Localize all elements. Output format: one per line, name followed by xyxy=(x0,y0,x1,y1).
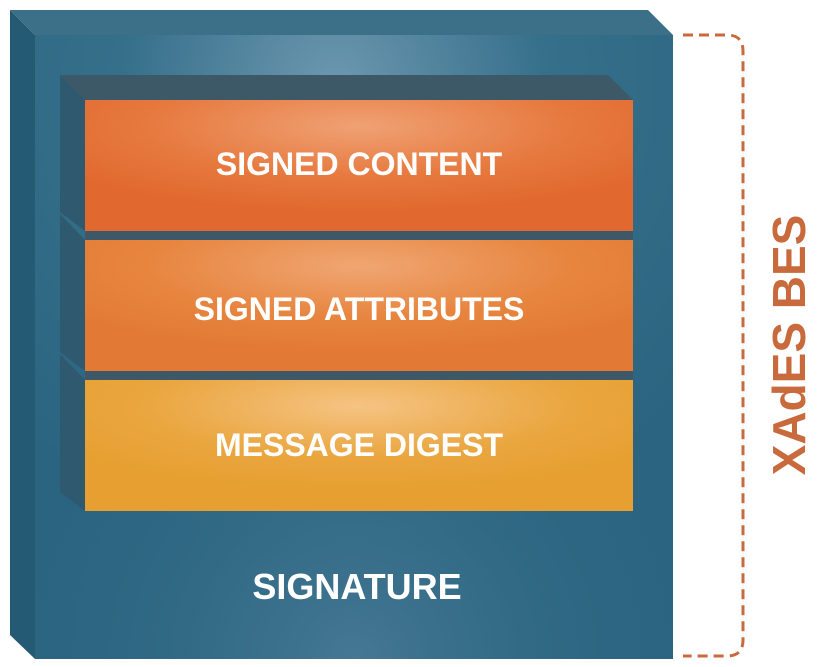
signed-content-label: SIGNED CONTENT xyxy=(216,146,503,182)
layer-signed-attributes: SIGNED ATTRIBUTES xyxy=(60,214,633,371)
signed-attributes-face xyxy=(85,240,633,371)
layer-signed-content: SIGNED CONTENT xyxy=(60,75,633,231)
signed-content-side-bevel xyxy=(60,75,85,231)
signed-attributes-side-bevel xyxy=(60,214,85,371)
signature-block-side-bevel xyxy=(10,10,35,659)
signed-attributes-label: SIGNED ATTRIBUTES xyxy=(194,291,525,327)
message-digest-top-shadow xyxy=(85,371,633,380)
signature-label: SIGNATURE xyxy=(252,566,461,607)
signed-content-face xyxy=(85,100,633,231)
xades-bes-label: XAdES BES xyxy=(763,215,815,476)
signed-content-top-bevel xyxy=(60,75,633,100)
xades-bes-bracket xyxy=(683,33,745,658)
signature-block-top-bevel xyxy=(10,10,673,35)
signed-attributes-top-shadow xyxy=(85,231,633,240)
layer-message-digest: MESSAGE DIGEST xyxy=(60,354,633,511)
message-digest-label: MESSAGE DIGEST xyxy=(215,427,504,463)
message-digest-face xyxy=(85,380,633,511)
message-digest-side-bevel xyxy=(60,354,85,511)
